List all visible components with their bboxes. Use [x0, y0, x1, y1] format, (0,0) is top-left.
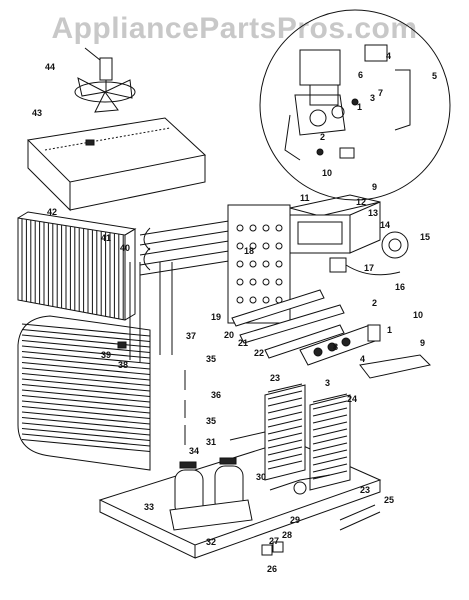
condenser-coil — [17, 211, 137, 321]
part-label-34: 34 — [189, 446, 199, 456]
part-label-4: 4 — [360, 354, 365, 364]
top-cover — [26, 117, 207, 212]
part-label-37: 37 — [186, 331, 196, 341]
part-label-16: 16 — [395, 282, 405, 292]
part-label-27: 27 — [269, 536, 279, 546]
part-label-11: 11 — [300, 193, 310, 203]
part-label-32: 32 — [206, 537, 216, 547]
part-label-21: 21 — [238, 338, 248, 348]
part-label-33: 33 — [144, 502, 154, 512]
part-label-17: 17 — [364, 263, 374, 273]
filter-frames — [229, 383, 351, 491]
part-label-14: 14 — [380, 220, 390, 230]
part-label-43: 43 — [32, 108, 42, 118]
part-label-3: 3 — [370, 93, 375, 103]
part-label-6: 6 — [358, 70, 363, 80]
part-label-40: 40 — [120, 243, 130, 253]
part-label-31: 31 — [206, 437, 216, 447]
part-label-26: 26 — [267, 564, 277, 574]
heater-assembly — [139, 204, 291, 324]
part-label-25: 25 — [384, 495, 394, 505]
part-label-44: 44 — [45, 62, 55, 72]
terminal-strips — [231, 289, 345, 359]
part-label-3: 3 — [325, 378, 330, 388]
part-label-39: 39 — [101, 350, 111, 360]
part-label-5: 5 — [432, 71, 437, 81]
part-label-4: 4 — [386, 51, 391, 61]
part-label-20: 20 — [224, 330, 234, 340]
supports — [117, 262, 186, 445]
part-label-29: 29 — [290, 515, 300, 525]
inset-detail — [259, 9, 451, 201]
part-label-2: 2 — [320, 132, 325, 142]
part-label-36: 36 — [211, 390, 221, 400]
contactor — [299, 324, 432, 379]
part-label-15: 15 — [420, 232, 430, 242]
control-box — [289, 194, 409, 276]
part-label-13: 13 — [368, 208, 378, 218]
part-label-35: 35 — [206, 416, 216, 426]
watermark: AppliancePartsPros.com — [51, 12, 418, 45]
part-label-18: 18 — [244, 246, 254, 256]
part-label-38: 38 — [118, 360, 128, 370]
part-label-1: 1 — [387, 325, 392, 335]
part-label-8: 8 — [333, 342, 338, 352]
part-label-12: 12 — [356, 197, 366, 207]
part-label-23: 23 — [270, 373, 280, 383]
part-label-28: 28 — [282, 530, 292, 540]
part-label-9: 9 — [420, 338, 425, 348]
fittings — [261, 474, 381, 556]
part-label-7: 7 — [378, 88, 383, 98]
part-label-19: 19 — [211, 312, 221, 322]
part-label-30: 30 — [256, 472, 266, 482]
part-label-42: 42 — [47, 207, 57, 217]
part-label-41: 41 — [101, 233, 111, 243]
part-label-23: 23 — [360, 485, 370, 495]
part-label-35: 35 — [206, 354, 216, 364]
part-label-10: 10 — [322, 168, 332, 178]
wraparound-coil — [17, 315, 151, 471]
compressor-assembly — [169, 457, 253, 531]
part-label-9: 9 — [372, 182, 377, 192]
part-label-24: 24 — [347, 394, 357, 404]
part-label-10: 10 — [413, 310, 423, 320]
part-label-22: 22 — [254, 348, 264, 358]
fan-blade — [74, 47, 136, 113]
part-label-1: 1 — [357, 102, 362, 112]
part-label-2: 2 — [372, 298, 377, 308]
